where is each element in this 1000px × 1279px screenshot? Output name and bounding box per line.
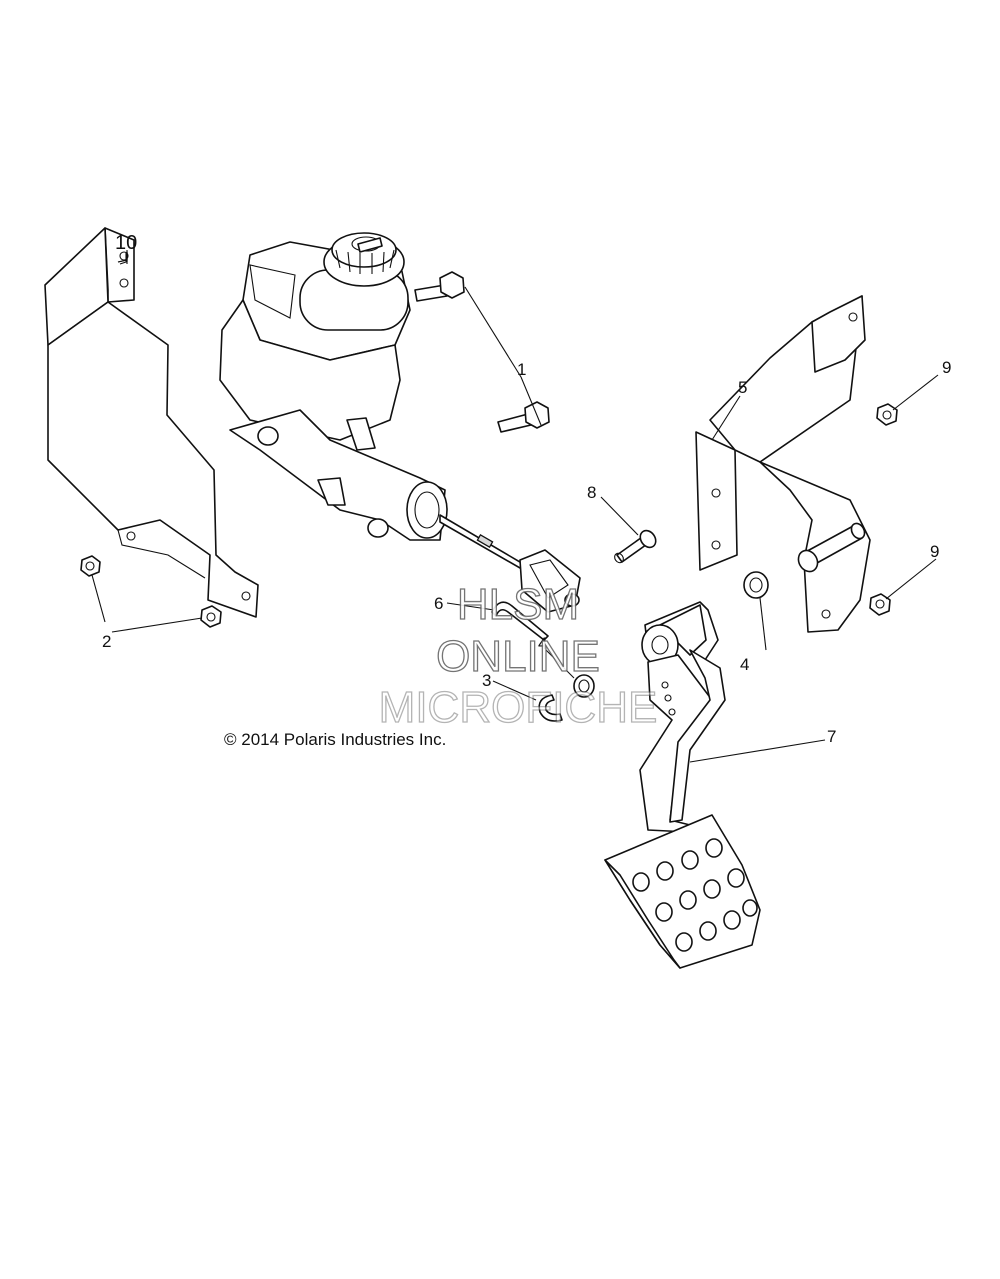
leader-lines: [91, 250, 939, 763]
brake-pedal: [604, 601, 761, 969]
nut-9b: [869, 593, 891, 616]
e-clip: [538, 694, 563, 722]
bolt-1a: [414, 271, 465, 302]
callout-9-top: 9: [942, 358, 951, 377]
cotter-pin: [491, 601, 549, 641]
callout-1: 1: [517, 360, 526, 379]
callout-3: 3: [482, 671, 491, 690]
bolt-1b: [497, 401, 550, 433]
callout-9-bottom: 9: [930, 542, 939, 561]
callout-7: 7: [827, 727, 836, 746]
watermark-line-3: MICROFICHE: [379, 683, 658, 732]
heat-shield-bracket: [44, 227, 259, 618]
master-cylinder: [219, 232, 448, 541]
push-rod: [439, 514, 581, 613]
bushing-4a: [743, 571, 769, 599]
nut-9a: [876, 403, 898, 426]
callout-5: 5: [738, 378, 747, 397]
copyright-text: © 2014 Polaris Industries Inc.: [224, 730, 446, 749]
nut-2a: [80, 555, 101, 577]
watermark: HLSM ONLINE MICROFICHE: [378, 579, 658, 732]
callout-6: 6: [434, 594, 443, 613]
clevis-pin: [614, 529, 657, 564]
callout-2: 2: [102, 632, 111, 651]
bushing-4b: [573, 674, 595, 698]
callout-8: 8: [587, 483, 596, 502]
pedal-mount-bracket: [695, 295, 871, 633]
callout-10: 10: [115, 232, 137, 254]
nut-2b: [200, 605, 222, 628]
callout-4-right: 4: [740, 655, 749, 674]
watermark-line-1: HLSM: [457, 580, 579, 629]
watermark-line-2: ONLINE: [436, 632, 600, 681]
pedal-pad-holes: [632, 838, 758, 952]
callout-4-left: 4: [538, 634, 547, 653]
